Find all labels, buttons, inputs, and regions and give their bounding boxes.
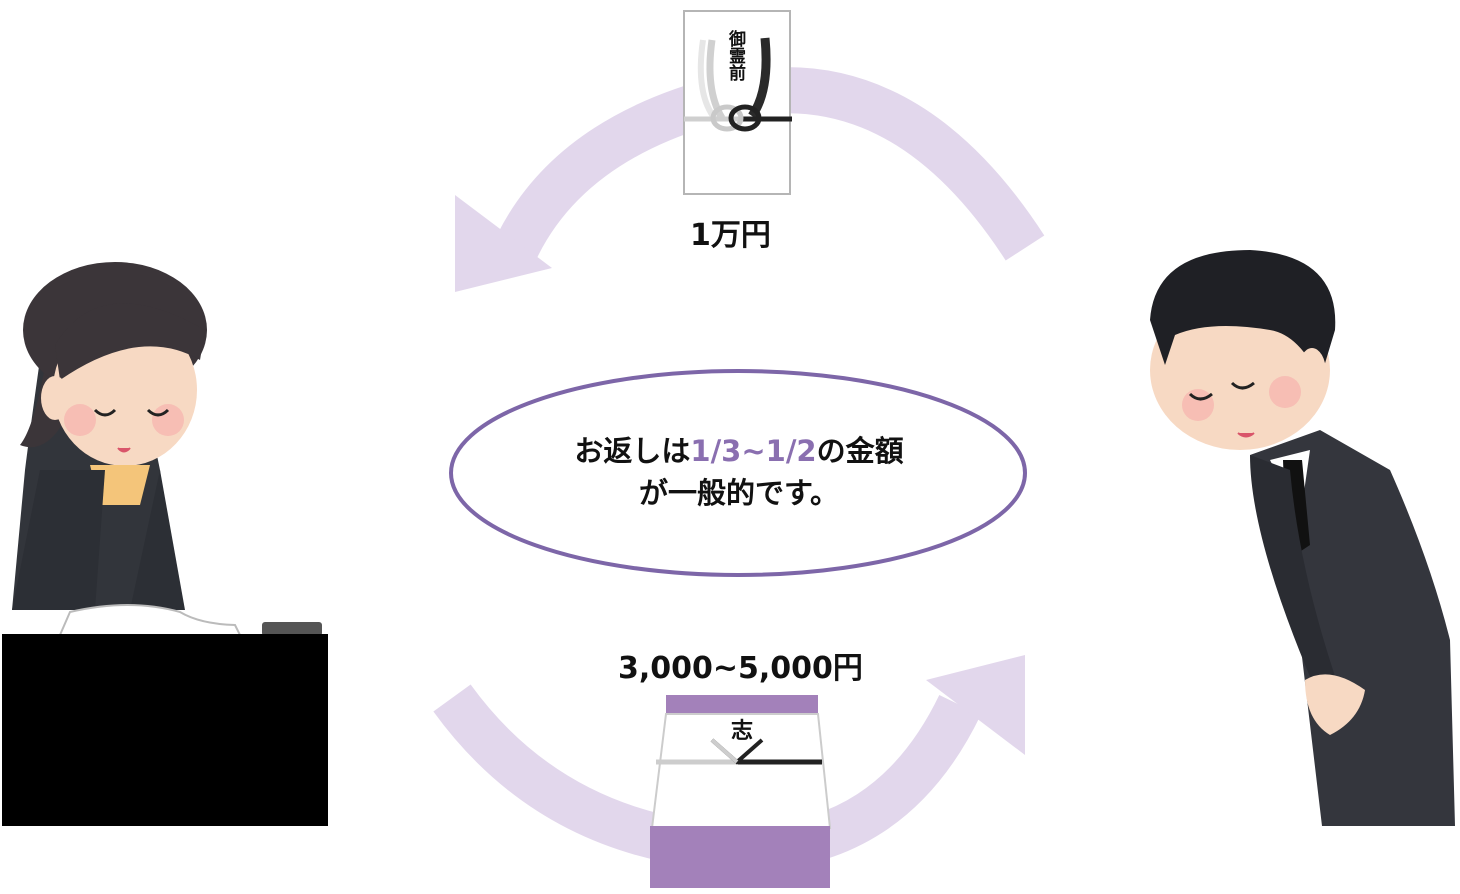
amount-returned-label: 3,000~5,000円 (618, 651, 863, 686)
message-prefix: お返しは (574, 434, 691, 468)
message-oval (449, 369, 1027, 577)
message-line-1: お返しは1/3~1/2の金額 (450, 430, 1028, 472)
receptionist-woman (2, 262, 328, 826)
message-line-2: が一般的です。 (638, 476, 840, 510)
gift-box-inscription: 志 (731, 719, 753, 744)
message-suffix: の金額 (816, 434, 904, 468)
envelope-inscription: 御霊前 (725, 29, 747, 82)
condolence-envelope: 御霊前 (683, 10, 792, 195)
amount-given-label: 1万円 (690, 218, 771, 253)
gift-box: 志 (650, 695, 832, 888)
attendee-man (1150, 250, 1455, 826)
message-text: お返しは1/3~1/2の金額 が一般的です。 (450, 430, 1028, 514)
message-highlight: 1/3~1/2 (690, 434, 817, 468)
reception-desk (2, 634, 328, 826)
